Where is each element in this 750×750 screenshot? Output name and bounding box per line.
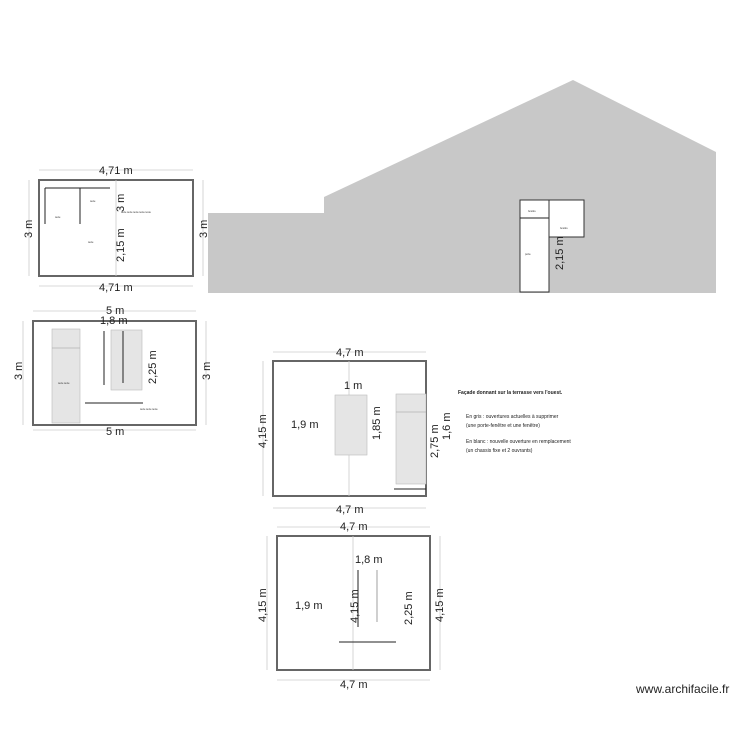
svg-text:texte texte: texte texte [58,382,70,385]
note-line-2: (une porte-fenêtre et une fenêtre) [466,423,540,429]
plan2-width-dim: 1,8 m [100,315,128,327]
plan4-offset-dim: 1,9 m [295,600,323,612]
svg-text:texte texte texte texte texte: texte texte texte texte texte [121,211,151,214]
facade-window-right [548,199,585,238]
plan-1: texte texte texte texte texte texte texte … [23,165,210,294]
note-block: Façade donnant sur la terrasse vers l'ou… [458,390,571,454]
plan4-inner-dim: 4,15 m [349,589,361,623]
plan3-right-dim: 2,75 m [429,424,441,458]
note-line-3: En blanc : nouvelle ouverture en remplac… [466,439,571,445]
svg-text:fenêtre: fenêtre [560,227,568,230]
plan4-bottom-dim: 4,7 m [340,679,368,691]
plan4-right-dim: 4,15 m [434,588,446,622]
plan2-top-dim: 5 m [106,305,124,317]
svg-text:porte: porte [525,253,531,256]
plan3-door-offset-dim: 1,9 m [291,419,319,431]
svg-text:texte: texte [55,216,61,219]
note-line-4: (un chassis fixe et 2 ouvrants) [466,448,533,454]
plan3-left-dim: 4,15 m [257,414,269,448]
plan3-door-width-dim: 1 m [344,380,362,392]
note-title: Façade donnant sur la terrasse vers l'ou… [458,390,563,396]
svg-text:fenêtre: fenêtre [528,210,536,213]
plan1-inner-dim-2: 3 m [115,194,127,212]
plan3-door-height-dim: 1,85 m [371,406,383,440]
plan1-inner-dim: 2,15 m [115,228,127,262]
plan2-height-dim: 2,25 m [147,350,159,384]
facade-window-left [519,199,550,293]
watermark: www.archifacile.fr [636,682,730,696]
note-line-1: En gris : ouvertures actuelles à supprim… [466,414,559,420]
plan2-bottom-dim: 5 m [106,426,124,438]
plan1-left-dim: 3 m [23,220,35,238]
plan1-right-dim: 3 m [198,220,210,238]
plan4-width-dim: 1,8 m [355,554,383,566]
plan4-left-dim: 4,15 m [257,588,269,622]
svg-text:texte: texte [90,200,96,203]
plan1-top-dim: 4,71 m [99,165,133,177]
svg-text:texte texte texte: texte texte texte [140,408,158,411]
facade-silhouette [208,80,716,293]
plan-2: texte texte texte texte texte 5 m 1,8 m 5… [13,305,213,438]
plan-3: 4,7 m 1 m 1,9 m 1,85 m 4,7 m 4,15 m 2,75… [257,347,453,516]
plan3-bottom-dim: 4,7 m [336,504,364,516]
plan4-top-dim: 4,7 m [340,521,368,533]
plan4-height-dim: 2,25 m [403,591,415,625]
plan3-top-dim: 4,7 m [336,347,364,359]
plan2-left-dim: 3 m [13,362,25,380]
plan2-right-dim: 3 m [201,362,213,380]
plan1-bottom-dim: 4,71 m [99,282,133,294]
facade-window-dim: 2,15 m [554,236,566,270]
plan3-right-dim-2: 1,6 m [441,412,453,440]
svg-text:texte: texte [88,241,94,244]
facade-elevation: fenêtre fenêtre porte 2,15 m [208,80,716,293]
plan-4: 4,7 m 1,8 m 1,9 m 2,25 m 4,15 m 4,7 m 4,… [257,521,446,691]
